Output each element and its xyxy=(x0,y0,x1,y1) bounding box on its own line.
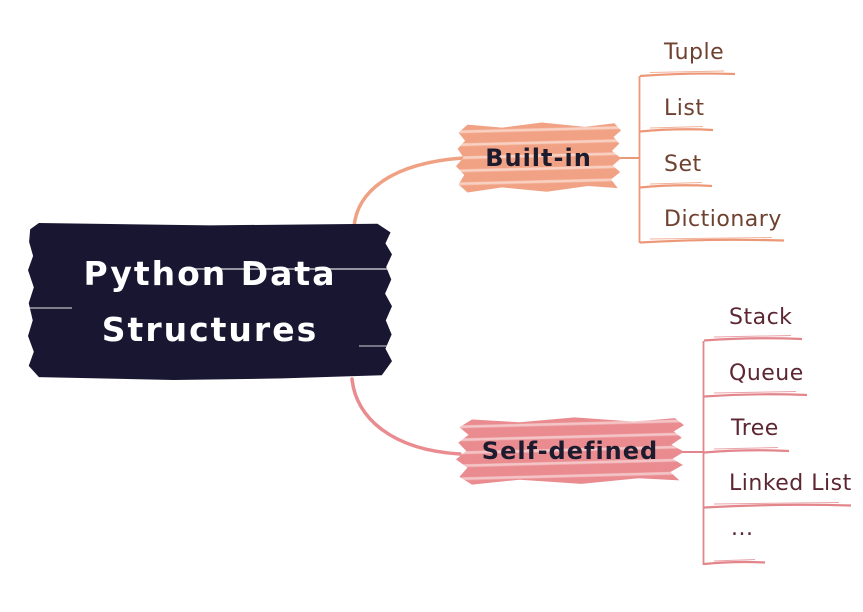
scratch-line xyxy=(191,268,392,270)
selfdefined-spine xyxy=(681,341,705,565)
root-title: Python Data Structures xyxy=(84,246,337,357)
queue-underline xyxy=(703,391,808,398)
root-node[interactable]: Python Data Structures xyxy=(28,223,392,380)
leaf-node-dictionary[interactable]: Dictionary xyxy=(664,207,782,232)
list-underline xyxy=(639,126,714,133)
leaf-node-tuple[interactable]: Tuple xyxy=(664,40,725,65)
stack-underline xyxy=(703,335,803,342)
leaf-node-tree[interactable]: Tree xyxy=(731,416,779,441)
dictionary-underline xyxy=(639,237,785,244)
root-to-selfdefined-curve xyxy=(350,377,462,456)
leaf-node-list[interactable]: List xyxy=(664,96,705,121)
linked-list-underline xyxy=(703,502,852,509)
branch-node-built-in[interactable]: Built-in xyxy=(456,122,621,193)
root-to-builtin-curve xyxy=(352,156,465,229)
leaf-node-linked-list[interactable]: Linked List xyxy=(729,471,852,496)
leaf-node-ellipsis[interactable]: ... xyxy=(731,516,754,541)
tree-underline xyxy=(703,447,790,454)
branch-label-self-defined: Self-defined xyxy=(481,437,659,465)
tuple-underline xyxy=(639,70,736,78)
builtin-spine xyxy=(617,76,641,243)
set-underline xyxy=(639,182,713,189)
scratch-line xyxy=(28,307,72,309)
branch-label-built-in: Built-in xyxy=(485,143,592,172)
root-title-line2: Structures xyxy=(101,309,319,349)
ellipsis-underline xyxy=(703,559,766,566)
branch-node-self-defined[interactable]: Self-defined xyxy=(456,417,684,485)
leaf-node-queue[interactable]: Queue xyxy=(729,361,804,386)
scratch-line xyxy=(359,345,392,347)
leaf-node-stack[interactable]: Stack xyxy=(729,305,793,330)
leaf-node-set[interactable]: Set xyxy=(664,152,702,177)
root-title-line1: Python Data xyxy=(83,254,337,294)
